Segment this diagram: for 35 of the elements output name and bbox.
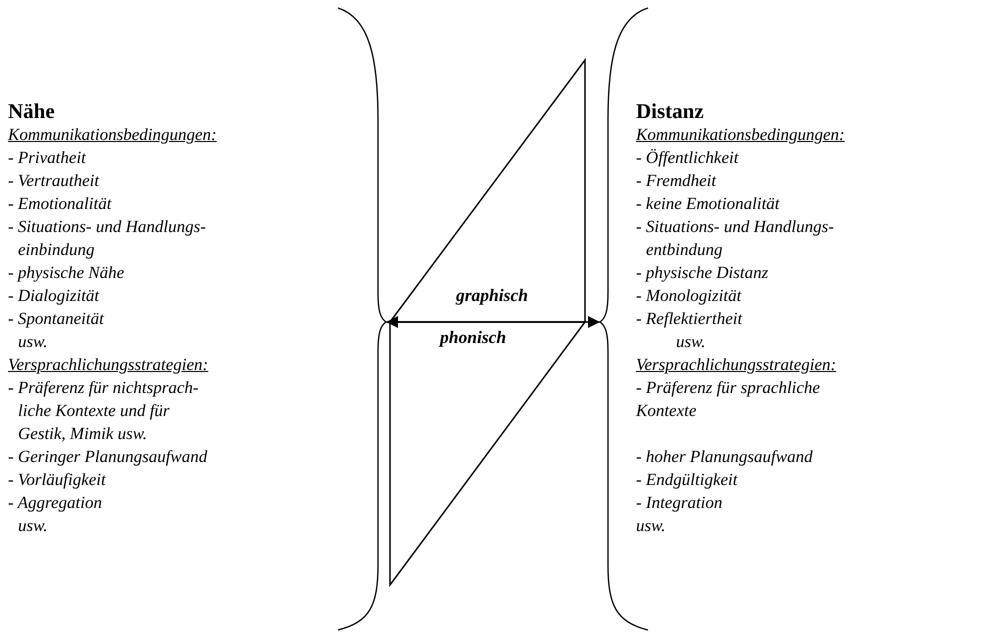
column-heading: Distanz (636, 99, 704, 123)
list-item: - Endgültigkeit (636, 469, 739, 491)
list-item: - Präferenz für nichtsprach- liche Kontexte und für Gestik, Mimik usw. (8, 377, 200, 445)
section-heading: Kommunikationsbedingungen: (8, 124, 218, 146)
list-item: - keine Emotionalität (636, 193, 781, 215)
list-item: - Präferenz für sprachliche Kontexte (636, 377, 821, 422)
list-item: - Fremdheit (636, 170, 718, 192)
list-item: - Emotionalität (8, 193, 113, 215)
list-item: usw. (17, 331, 48, 353)
list-item: - Integration (636, 492, 724, 514)
list-item: - physische Distanz (636, 262, 770, 284)
list-item: - Situations- und Handlungs- entbindung (636, 216, 835, 261)
list-item: - Situations- und Handlungs- einbindung (8, 216, 207, 261)
list-item: - Vorläufigkeit (8, 469, 107, 491)
column-heading: Nähe (8, 99, 55, 123)
list-item: usw. (636, 515, 666, 537)
list-item: - Aggregation (8, 492, 103, 514)
list-item: - Geringer Planungsaufwand (8, 446, 208, 468)
medium-label: phonisch (440, 327, 506, 348)
list-item: - hoher Planungsaufwand (636, 446, 814, 468)
medium-label: graphisch (456, 285, 528, 306)
section-heading: Versprachlichungsstrategien: (8, 354, 210, 376)
double-arrow (386, 316, 600, 328)
list-item: - Reflektiertheit (636, 308, 744, 330)
list-item: - Privatheit (8, 147, 88, 169)
section-heading: Versprachlichungsstrategien: (636, 354, 838, 376)
list-item: - Monologizität (636, 285, 743, 307)
list-item: - Dialogizität (8, 285, 100, 307)
list-item: - physische Nähe (8, 262, 126, 284)
list-item: - Vertrautheit (8, 170, 100, 192)
list-item: usw. (675, 331, 706, 353)
list-item: - Öffentlichkeit (636, 147, 740, 169)
list-item: usw. (17, 515, 48, 537)
section-heading: Kommunikationsbedingungen: (636, 124, 846, 146)
list-item: - Spontaneität (8, 308, 106, 330)
